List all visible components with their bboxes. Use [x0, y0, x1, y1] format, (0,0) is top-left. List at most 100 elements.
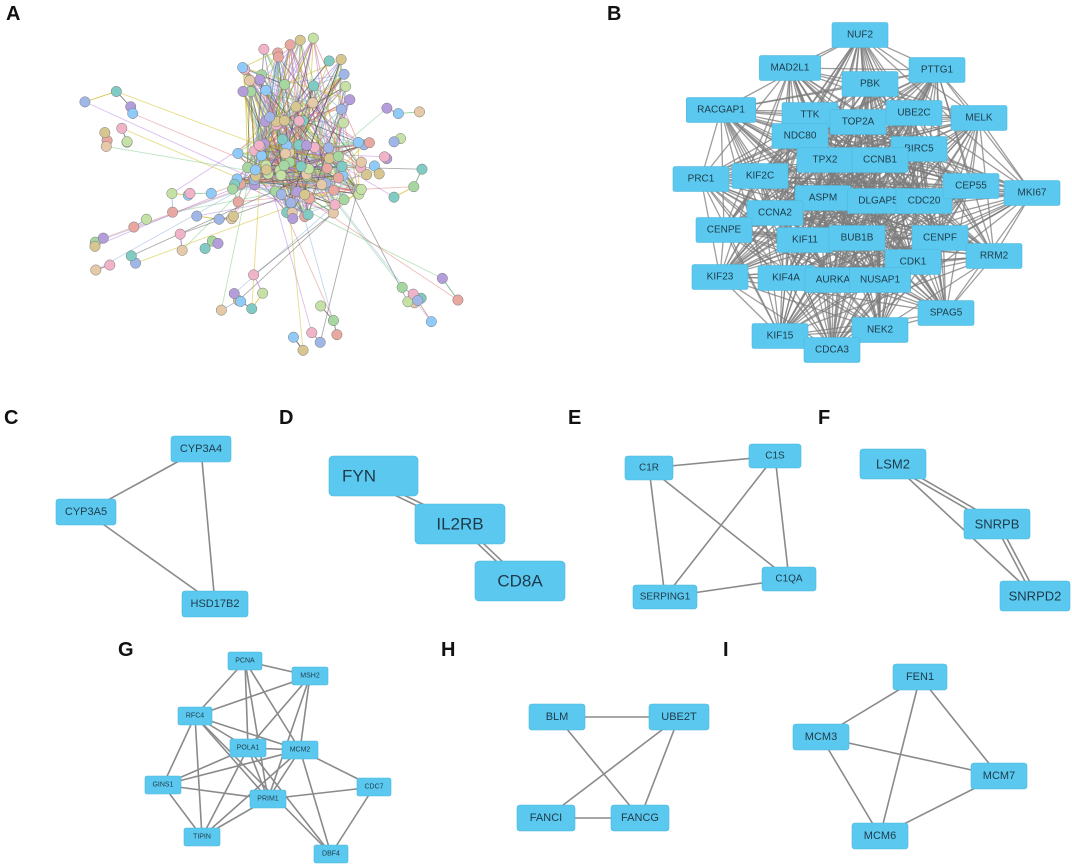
panel-b-node-dlgap5[interactable]: DLGAP5 — [847, 188, 909, 214]
panel-b-node-label: CEP55 — [955, 181, 987, 192]
panel-f-node-snrpb[interactable]: SNRPB — [963, 508, 1031, 540]
panel-g-node-prim1[interactable]: PRIM1 — [249, 789, 287, 809]
panel-b-node-spag5[interactable]: SPAG5 — [917, 300, 975, 326]
panel-h-node-fanci[interactable]: FANCI — [516, 804, 576, 832]
panel-b-node-mad2l1[interactable]: MAD2L1 — [759, 55, 821, 81]
panel-f-node-box — [999, 580, 1071, 612]
panel-e-node-box — [632, 584, 698, 610]
panel-a-node — [121, 136, 133, 148]
panel-a-edge — [84, 101, 254, 180]
panel-b-node-ccnb1[interactable]: CCNB1 — [851, 147, 909, 173]
panel-g-node-label: MCM2 — [290, 747, 311, 754]
panel-b-node-rrm2[interactable]: RRM2 — [965, 243, 1023, 269]
panel-b-node-ndc80[interactable]: NDC80 — [771, 123, 829, 149]
panel-b-node-cenpe[interactable]: CENPE — [695, 217, 753, 243]
panel-h-node-ube2t[interactable]: UBE2T — [648, 703, 710, 731]
panel-b-node-box — [849, 267, 911, 293]
panel-b-node-pttg1[interactable]: PTTG1 — [908, 57, 966, 83]
panel-b-node-ube2c[interactable]: UBE2C — [885, 100, 943, 126]
panel-g-node-mcm2[interactable]: MCM2 — [281, 740, 319, 760]
panel-b-node-label: CDK1 — [900, 257, 927, 268]
panel-b-node-kif15[interactable]: KIF15 — [751, 323, 809, 349]
panel-g-node-pcna[interactable]: PCNA — [227, 651, 263, 671]
panel-i-node-fen1[interactable]: FEN1 — [892, 663, 948, 691]
panel-b-node-kif11[interactable]: KIF11 — [776, 227, 834, 253]
panel-b-edge — [831, 237, 858, 351]
panel-e-node-c1s[interactable]: C1S — [748, 443, 802, 469]
panel-e-node-c1qa[interactable]: C1QA — [761, 566, 817, 592]
panel-b-node-label: PRC1 — [688, 174, 715, 185]
panel-b-node-bub1b[interactable]: BUB1B — [828, 225, 886, 251]
panel-e-node-serping1[interactable]: SERPING1 — [632, 584, 698, 610]
panel-h-edges — [545, 716, 680, 819]
panel-b-node-label: PBK — [860, 79, 880, 90]
panel-b-node-kif4a[interactable]: KIF4A — [757, 265, 815, 291]
panel-b-node-melk[interactable]: MELK — [950, 105, 1008, 131]
panel-b-node-box — [831, 22, 889, 48]
panel-b-node-nuf2[interactable]: NUF2 — [831, 22, 889, 48]
panel-g-node-pola1[interactable]: POLA1 — [229, 738, 267, 758]
panel-a-node — [79, 96, 91, 108]
panel-b-edge — [945, 117, 980, 314]
panel-i-node-mcm7[interactable]: MCM7 — [970, 762, 1028, 790]
panel-h-node-blm[interactable]: BLM — [528, 703, 586, 731]
panel-b-node-cep55[interactable]: CEP55 — [942, 173, 1000, 199]
panel-g-node-tipin[interactable]: TIPIN — [183, 827, 221, 847]
panel-a-node — [337, 117, 349, 129]
panel-g-edge-pola1-dbf4 — [247, 747, 332, 855]
panel-b-node-label: KIF23 — [707, 272, 734, 283]
panel-b-node-box — [851, 147, 909, 173]
panel-b-node-mki67[interactable]: MKI67 — [1003, 180, 1061, 206]
panel-b-node-box — [917, 300, 975, 326]
panel-b-node-kif23[interactable]: KIF23 — [691, 264, 749, 290]
panel-g-edge-rfc4-gins1 — [162, 715, 196, 786]
panel-i-node-mcm6[interactable]: MCM6 — [851, 822, 909, 850]
panel-b-node-box — [908, 57, 966, 83]
panel-i-node-mcm3[interactable]: MCM3 — [792, 723, 850, 751]
panel-b-node-pbk[interactable]: PBK — [841, 71, 899, 97]
panel-b-node-aspm[interactable]: ASPM — [794, 185, 852, 211]
panel-b-node-top2a[interactable]: TOP2A — [829, 109, 887, 135]
panel-b-node-cdc20[interactable]: CDC20 — [895, 188, 953, 214]
panel-c-node-hsd17b2[interactable]: HSD17B2 — [181, 590, 249, 618]
panel-b-node-tpx2[interactable]: TPX2 — [796, 147, 854, 173]
panel-label-c: C — [4, 407, 18, 429]
panel-b-node-kif2c[interactable]: KIF2C — [731, 163, 789, 189]
panel-d-node-box — [328, 455, 419, 497]
panel-d-node-fyn[interactable]: FYN — [328, 455, 419, 497]
panel-a-node — [288, 331, 299, 343]
panel-b-node-label: TPX2 — [812, 155, 837, 166]
panel-d-node-cd8a[interactable]: CD8A — [474, 560, 566, 602]
panel-b-node-cenpf[interactable]: CENPF — [911, 225, 969, 251]
panel-c-edge-cyp3a5-hsd17b2 — [85, 511, 216, 605]
panel-b-node-cdca3[interactable]: CDCA3 — [803, 337, 861, 363]
panel-g-node-dbf4[interactable]: DBF4 — [313, 844, 349, 864]
panel-a-node — [327, 315, 339, 326]
panel-a-edge — [233, 204, 336, 294]
panel-f-node-lsm2[interactable]: LSM2 — [859, 448, 927, 480]
panel-g-node-msh2[interactable]: MSH2 — [291, 666, 329, 686]
panel-a-node — [301, 139, 312, 151]
panel-g-node-rfc4[interactable]: RFC4 — [177, 706, 213, 726]
panel-c-node-cyp3a4[interactable]: CYP3A4 — [170, 435, 232, 463]
panel-c-node-cyp3a5[interactable]: CYP3A5 — [55, 498, 117, 526]
panel-b-node-label: BIRC5 — [904, 144, 934, 155]
panel-e-node-c1r[interactable]: C1R — [624, 455, 674, 481]
panel-f-node-snrpd2[interactable]: SNRPD2 — [999, 580, 1071, 612]
panel-b-node-nek2[interactable]: NEK2 — [851, 317, 909, 343]
panel-b-node-prc1[interactable]: PRC1 — [672, 166, 730, 192]
panel-d-node-il2rb[interactable]: IL2RB — [414, 503, 506, 545]
panel-g-node-cdc7[interactable]: CDC7 — [356, 777, 392, 797]
panel-b-node-ccna2[interactable]: CCNA2 — [746, 200, 804, 226]
panel-h-node-fancg[interactable]: FANCG — [610, 804, 670, 832]
panel-b-node-racgap1[interactable]: RACGAP1 — [685, 97, 756, 123]
panel-g-node-gins1[interactable]: GINS1 — [144, 775, 182, 795]
panel-a-edge — [238, 212, 334, 301]
panel-a-edge — [254, 150, 385, 158]
panel-b-node-label: CCNB1 — [863, 155, 897, 166]
panel-b-node-box — [691, 264, 749, 290]
panel-h-nodes: BLM UBE2T FANCI FANCG — [516, 703, 710, 832]
panel-a-node — [316, 179, 328, 191]
panel-b-node-nusap1[interactable]: NUSAP1 — [849, 267, 911, 293]
